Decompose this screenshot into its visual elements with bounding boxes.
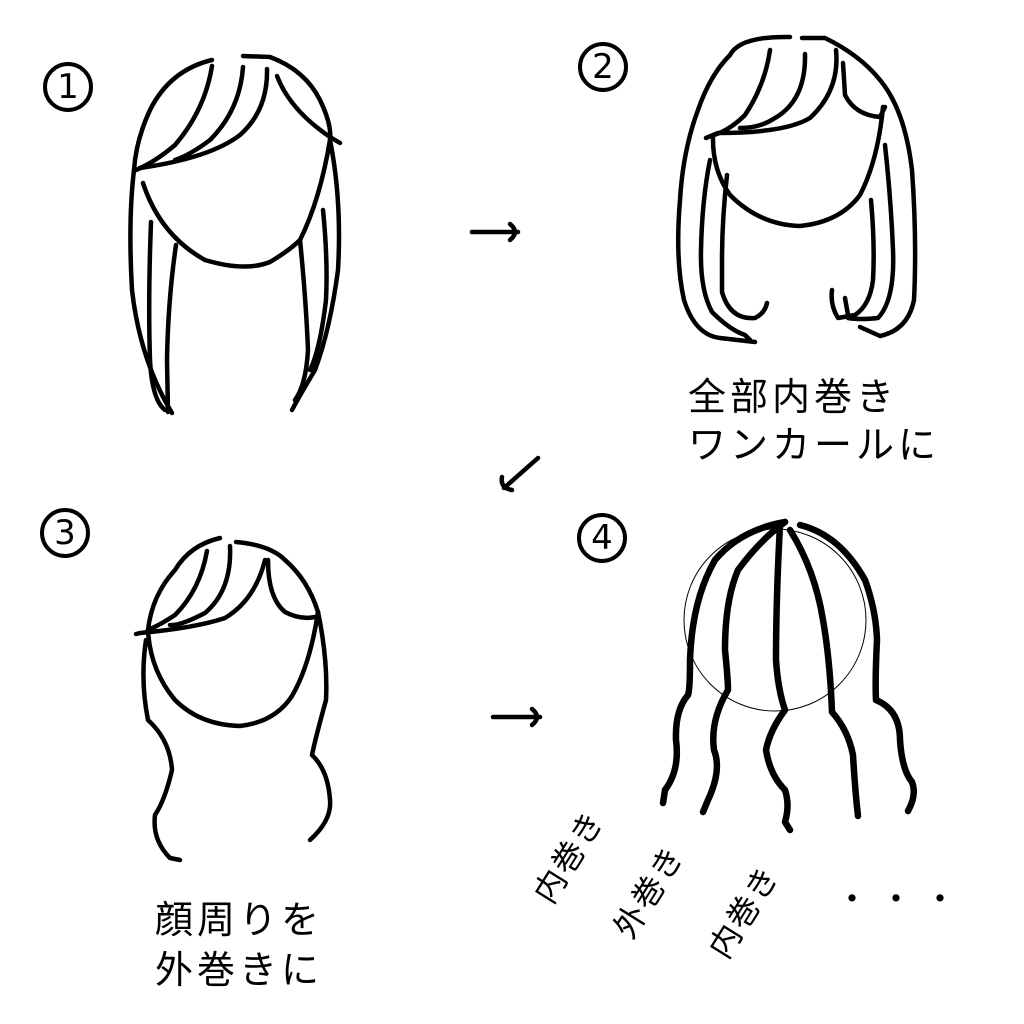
step1-hair-drawing bbox=[128, 53, 343, 416]
arrow-1-to-2 bbox=[469, 221, 521, 243]
step-number-2: 2 bbox=[578, 42, 628, 92]
step-number-4: 4 bbox=[577, 513, 627, 563]
step3-caption-line1: 顔周りを bbox=[155, 898, 324, 942]
step2-caption-line2: ワンカールに bbox=[688, 423, 941, 467]
step-number-3: 3 bbox=[40, 508, 90, 558]
step3-caption-line2: 外巻きに bbox=[155, 948, 324, 992]
step-number-1: 1 bbox=[43, 62, 93, 112]
step2-caption-line1: 全部内巻き bbox=[688, 375, 899, 419]
ellipsis: ・・・ bbox=[835, 880, 967, 920]
arrow-2-to-3 bbox=[499, 455, 541, 493]
step3-hair-drawing bbox=[133, 535, 333, 863]
arrow-3-to-4 bbox=[490, 706, 543, 728]
step4-hair-drawing bbox=[659, 518, 918, 834]
step2-hair-drawing bbox=[675, 34, 918, 345]
